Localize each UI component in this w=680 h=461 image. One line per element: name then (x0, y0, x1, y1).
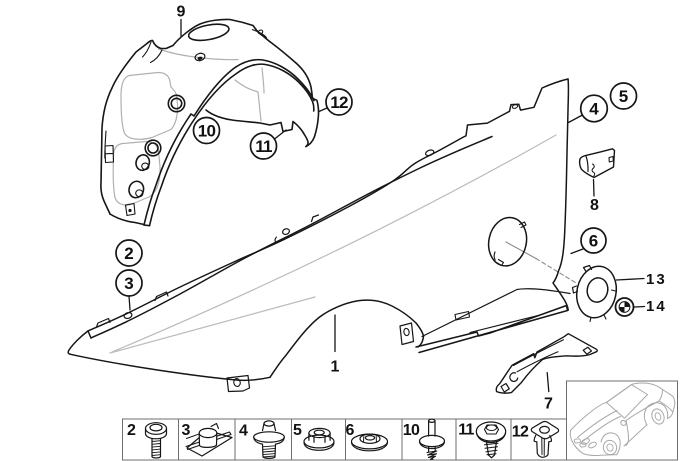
svg-text:4: 4 (589, 100, 599, 119)
svg-text:11: 11 (458, 422, 474, 439)
svg-text:3: 3 (124, 274, 133, 293)
svg-text:11: 11 (255, 137, 272, 156)
svg-text:12: 12 (330, 93, 348, 112)
svg-text:8: 8 (590, 197, 599, 214)
svg-text:3: 3 (182, 422, 191, 439)
svg-text:13: 13 (646, 271, 667, 288)
svg-text:5: 5 (619, 87, 628, 106)
svg-text:7: 7 (544, 396, 553, 413)
svg-text:5: 5 (293, 422, 302, 439)
svg-text:9: 9 (177, 4, 186, 21)
svg-text:14: 14 (646, 298, 667, 315)
svg-text:10: 10 (403, 422, 420, 439)
svg-text:4: 4 (239, 423, 248, 440)
svg-text:6: 6 (589, 232, 598, 251)
svg-text:6: 6 (346, 422, 355, 439)
svg-text:1: 1 (331, 359, 340, 376)
svg-text:10: 10 (198, 122, 216, 141)
svg-text:2: 2 (127, 422, 136, 439)
svg-text:2: 2 (124, 244, 133, 263)
svg-text:12: 12 (512, 424, 529, 441)
